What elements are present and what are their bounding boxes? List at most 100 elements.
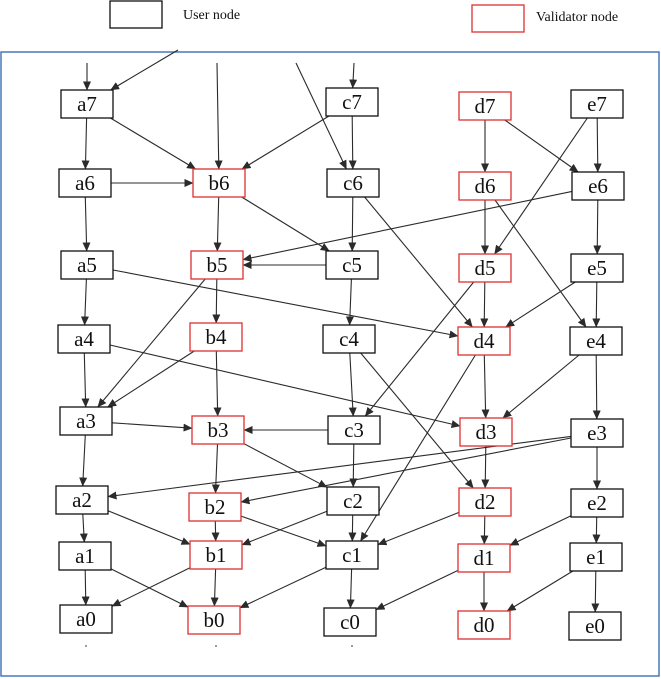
node-a2: a2 bbox=[55, 485, 109, 515]
legend-user-swatch bbox=[109, 0, 163, 29]
edge-e5-to-d4 bbox=[505, 281, 576, 328]
edge-e6-to-b5 bbox=[242, 190, 573, 262]
node-b6-label: b6 bbox=[209, 171, 230, 195]
node-d2: d2 bbox=[458, 487, 512, 517]
node-c6: c6 bbox=[326, 168, 380, 198]
node-e1-label: e1 bbox=[586, 545, 606, 569]
node-d4-label: d4 bbox=[474, 329, 496, 353]
edge-a4-to-d3 bbox=[109, 344, 461, 428]
node-c4-box bbox=[322, 324, 376, 354]
legend-validator-swatch bbox=[471, 4, 525, 33]
legend-validator-label: Validator node bbox=[536, 10, 618, 25]
edge-a7-to-b6 bbox=[110, 117, 197, 170]
edge-e4-to-e3 bbox=[592, 354, 601, 420]
node-c2-box bbox=[326, 486, 380, 516]
edge-c4-to-d2 bbox=[360, 352, 474, 489]
continuation-dot bbox=[351, 645, 353, 647]
edge-b1-to-a0 bbox=[111, 567, 191, 607]
edge-c2-to-b1 bbox=[241, 510, 328, 546]
node-e0-box bbox=[568, 611, 622, 641]
edge-b1-to-b0 bbox=[210, 568, 219, 607]
edge-b5-to-b4 bbox=[212, 278, 221, 324]
edge-topC1-to-c6 bbox=[295, 62, 347, 170]
edge-d4-to-d3 bbox=[481, 354, 490, 419]
node-e6-label: e6 bbox=[588, 174, 608, 198]
node-b1: b1 bbox=[189, 540, 243, 570]
node-c6-label: c6 bbox=[343, 171, 363, 195]
edge-d2-to-c1 bbox=[377, 511, 460, 546]
edge-a2-to-a1 bbox=[79, 513, 88, 543]
edge-a1-to-a0 bbox=[81, 569, 90, 606]
node-d1-label: d1 bbox=[474, 546, 495, 570]
node-a6-box bbox=[58, 168, 112, 198]
node-d5-label: d5 bbox=[475, 256, 496, 280]
continuation-dot bbox=[215, 645, 217, 647]
node-e3: e3 bbox=[570, 418, 624, 448]
node-d4-box bbox=[457, 326, 511, 356]
node-a4-label: a4 bbox=[74, 327, 94, 351]
edge-b4-to-b3 bbox=[213, 350, 222, 417]
node-a2-label: a2 bbox=[72, 488, 92, 512]
node-b1-label: b1 bbox=[206, 543, 227, 567]
node-d2-label: d2 bbox=[475, 490, 496, 514]
node-e7-label: e7 bbox=[587, 92, 607, 116]
node-c0: c0 bbox=[323, 607, 377, 637]
node-e3-box bbox=[570, 418, 624, 448]
edge-b4-to-a3 bbox=[107, 350, 195, 408]
edge-a5-to-a4 bbox=[80, 278, 89, 326]
edge-d4-to-c1 bbox=[360, 354, 476, 542]
node-d7: d7 bbox=[458, 91, 512, 121]
node-d4: d4 bbox=[457, 326, 511, 356]
node-e5-label: e5 bbox=[587, 256, 607, 280]
node-e4-label: e4 bbox=[586, 329, 606, 353]
node-e2: e2 bbox=[570, 488, 624, 518]
node-e2-box bbox=[570, 488, 624, 518]
node-c5-box bbox=[325, 250, 379, 280]
edge-b2-to-c1 bbox=[240, 515, 327, 547]
node-e4: e4 bbox=[569, 326, 623, 356]
edge-e7-to-e6 bbox=[593, 117, 602, 173]
node-c2: c2 bbox=[326, 486, 380, 516]
edge-e1-to-d0 bbox=[506, 570, 574, 612]
node-e1: e1 bbox=[569, 542, 623, 572]
node-b5-label: b5 bbox=[207, 253, 228, 277]
edge-e6-to-e5 bbox=[593, 199, 602, 255]
node-e5: e5 bbox=[570, 253, 624, 283]
node-c0-box bbox=[323, 607, 377, 637]
edge-a6-to-a5 bbox=[82, 196, 91, 252]
edge-c6-to-d4 bbox=[364, 196, 473, 328]
edge-c1-to-b0 bbox=[239, 566, 327, 609]
edge-b6-to-c5 bbox=[241, 196, 330, 252]
node-b1-box bbox=[189, 540, 243, 570]
node-d2-box bbox=[458, 487, 512, 517]
node-d0: d0 bbox=[457, 610, 511, 640]
edge-topB2-to-b6 bbox=[214, 62, 223, 170]
node-e7: e7 bbox=[570, 89, 624, 119]
node-d0-label: d0 bbox=[474, 613, 495, 637]
edge-d5-to-d4 bbox=[480, 281, 489, 328]
node-a0-label: a0 bbox=[76, 607, 96, 631]
node-c7: c7 bbox=[325, 87, 379, 117]
node-d6: d6 bbox=[458, 171, 512, 201]
node-a7: a7 bbox=[60, 89, 114, 119]
edge-a3-to-a2 bbox=[79, 434, 88, 487]
node-a3-box bbox=[59, 406, 113, 436]
node-b0-label: b0 bbox=[204, 608, 225, 632]
edge-d6-to-e4 bbox=[494, 199, 587, 328]
node-a1-label: a1 bbox=[75, 544, 95, 568]
edge-e5-to-e4 bbox=[592, 281, 601, 328]
node-c2-label: c2 bbox=[343, 489, 363, 513]
node-d5-box bbox=[458, 253, 512, 283]
node-c1: c1 bbox=[325, 540, 379, 570]
node-c7-label: c7 bbox=[342, 90, 362, 114]
node-c5-label: c5 bbox=[342, 253, 362, 277]
edge-d3-to-d2 bbox=[481, 445, 490, 489]
node-e6: e6 bbox=[571, 171, 625, 201]
node-d3: d3 bbox=[459, 417, 513, 447]
node-b3-box bbox=[191, 415, 245, 445]
edge-a5-to-d4 bbox=[112, 269, 459, 339]
node-a2-box bbox=[55, 485, 109, 515]
node-e1-box bbox=[569, 542, 623, 572]
edge-c6-to-c5 bbox=[348, 196, 357, 252]
